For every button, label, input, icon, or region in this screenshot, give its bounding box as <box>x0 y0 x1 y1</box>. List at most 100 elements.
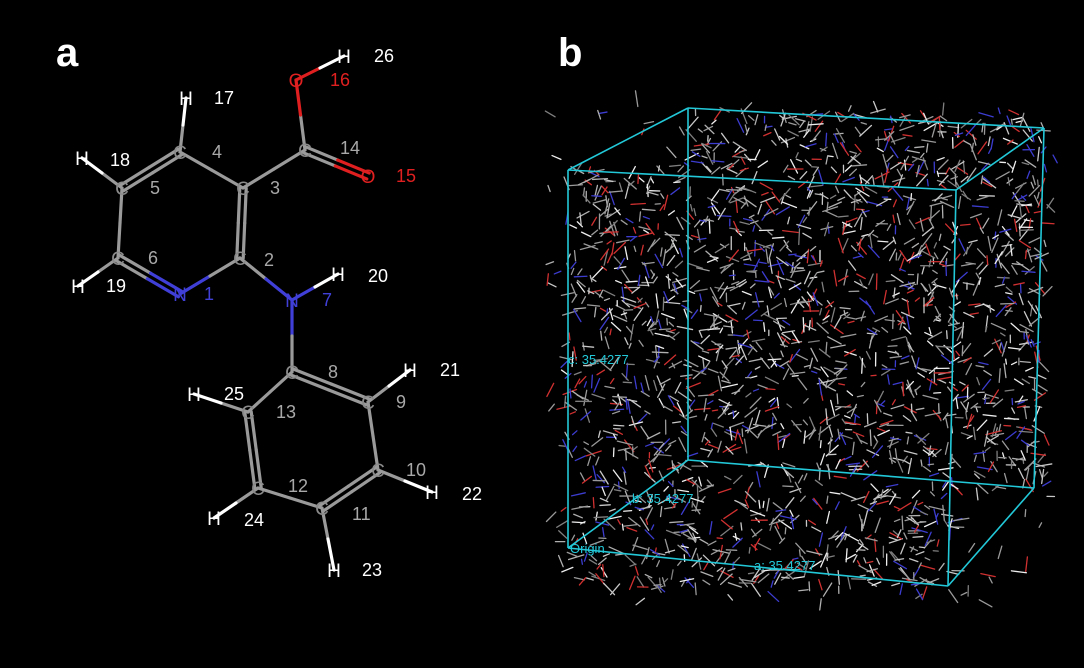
panel-label-b: b <box>558 31 582 75</box>
packing-bond <box>608 190 624 193</box>
packing-bond <box>739 167 749 172</box>
packing-bond <box>614 429 624 436</box>
packing-bond <box>886 223 892 231</box>
packing-bond <box>954 139 965 148</box>
packing-bond <box>738 230 745 233</box>
packing-bond <box>942 504 945 521</box>
packing-bond <box>637 274 641 287</box>
packing-bond <box>845 462 861 466</box>
packing-bond <box>847 154 857 165</box>
packing-bond <box>573 307 587 310</box>
packing-bond <box>646 318 652 327</box>
packing-bond <box>625 302 642 310</box>
packing-bond <box>752 528 763 538</box>
packing-bond <box>938 562 945 571</box>
packing-bond <box>570 267 575 276</box>
packing-bond <box>731 281 740 285</box>
packing-bond <box>742 217 753 222</box>
packing-bond <box>558 530 568 539</box>
packing-bond <box>845 316 857 320</box>
cell-edge <box>567 547 949 587</box>
packing-bond <box>547 184 551 193</box>
packing-bond <box>700 496 706 502</box>
packing-bond <box>789 354 793 363</box>
packing-bond <box>896 212 901 226</box>
atom-symbol-23: H <box>327 561 341 582</box>
bond-half <box>76 270 100 288</box>
packing-bond <box>749 283 756 289</box>
packing-bond <box>963 242 973 257</box>
packing-bond <box>767 590 780 603</box>
packing-bond <box>1005 358 1008 365</box>
packing-bond <box>702 579 711 586</box>
packing-bond <box>951 457 962 468</box>
packing-bond <box>803 473 808 481</box>
packing-bond <box>571 390 584 400</box>
packing-bond <box>891 582 901 587</box>
atom-symbol-12: C <box>251 479 265 500</box>
packing-bond <box>625 325 633 334</box>
packing-bond <box>919 217 924 232</box>
packing-bond <box>789 159 799 174</box>
bond-half <box>219 401 250 414</box>
packing-bond <box>977 161 991 166</box>
packing-bond <box>727 318 734 323</box>
packing-bond <box>677 165 685 173</box>
bond-4-17 <box>178 96 188 154</box>
packing-bond <box>959 223 971 226</box>
packing-bond <box>958 238 966 252</box>
packing-bond <box>795 542 806 554</box>
packing-bond <box>591 393 606 400</box>
packing-bond <box>961 321 965 339</box>
packing-bond <box>894 558 905 561</box>
packing-bond <box>544 110 556 118</box>
packing-bond <box>673 405 683 414</box>
packing-bond <box>1014 200 1025 202</box>
packing-bond <box>825 301 835 309</box>
panel-label-a: a <box>56 31 79 75</box>
packing-bond <box>609 220 616 237</box>
packing-bond <box>609 583 621 596</box>
packing-bond <box>973 451 987 455</box>
packing-bond <box>835 364 848 377</box>
packing-bond <box>772 430 782 436</box>
packing-bond <box>1043 163 1048 173</box>
packing-bond <box>1019 228 1029 241</box>
packing-bond <box>717 567 726 581</box>
packing-bond <box>646 432 661 440</box>
packing-bond <box>814 479 823 486</box>
packing-bond <box>1003 363 1007 379</box>
packing-bond <box>811 317 814 328</box>
packing-bond <box>602 582 616 596</box>
packing-bond <box>780 350 784 358</box>
packing-bond <box>981 378 992 391</box>
packing-bond <box>819 307 823 316</box>
packing-bond <box>707 197 719 204</box>
packing-bond <box>582 194 591 204</box>
atom-symbol-17: H <box>179 89 193 110</box>
packing-bond <box>913 524 919 534</box>
packing-bond <box>976 419 988 431</box>
packing-bond <box>795 158 803 162</box>
packing-bond <box>1010 361 1018 366</box>
packing-bond <box>1022 129 1033 142</box>
packing-bond <box>695 267 710 272</box>
bond-half <box>327 388 369 407</box>
packing-bond <box>867 581 878 587</box>
packing-bond <box>740 252 753 260</box>
packing-bond <box>668 440 677 445</box>
packing-bond <box>946 386 953 393</box>
packing-bond <box>1043 239 1047 248</box>
packing-bond <box>642 261 655 265</box>
packing-bond <box>767 358 782 361</box>
packing-bond <box>621 372 629 381</box>
bond-half <box>147 147 180 169</box>
packing-bond <box>983 430 989 447</box>
packing-bond <box>652 449 662 463</box>
packing-bond <box>786 363 796 375</box>
packing-bond <box>634 500 642 503</box>
packing-bond <box>771 191 781 203</box>
packing-bond <box>810 427 816 435</box>
packing-bond <box>667 480 674 487</box>
packing-bond <box>657 319 662 330</box>
